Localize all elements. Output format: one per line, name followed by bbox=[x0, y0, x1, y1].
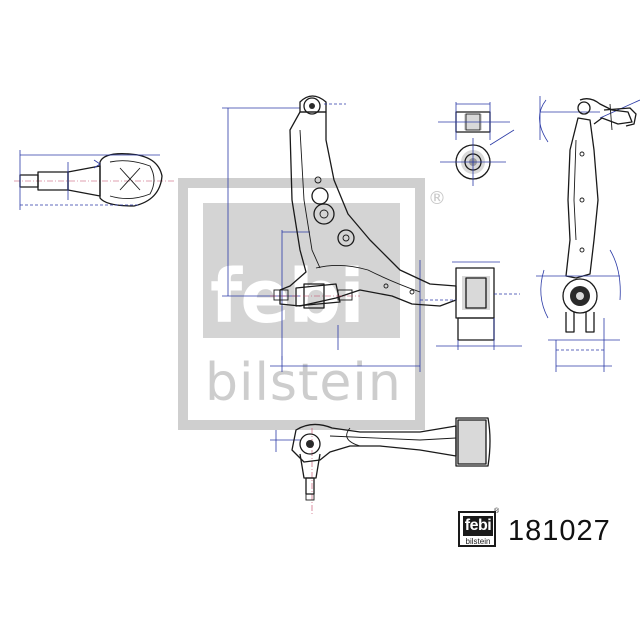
badge-frame: febi bilstein bbox=[458, 511, 496, 547]
part-number: 181027 bbox=[508, 515, 611, 547]
badge-registered-symbol: ® bbox=[494, 508, 500, 515]
brand-badge: febi bilstein ® bbox=[458, 508, 500, 549]
extension-lines bbox=[324, 103, 520, 301]
ball-joint-side-view bbox=[14, 150, 176, 210]
watermark-registered-symbol: ® bbox=[428, 188, 446, 209]
bushing-detail-views bbox=[438, 102, 515, 186]
control-arm-bottom-view bbox=[270, 417, 491, 516]
watermark-bilstein-text: bilstein bbox=[205, 353, 402, 413]
badge-bilstein-text: bilstein bbox=[465, 537, 491, 546]
control-arm-main-view bbox=[222, 95, 522, 372]
badge-febi-text: febi bbox=[463, 516, 493, 536]
watermark-logo: febi bilstein ® bbox=[178, 178, 446, 430]
control-arm-side-view bbox=[536, 96, 640, 372]
